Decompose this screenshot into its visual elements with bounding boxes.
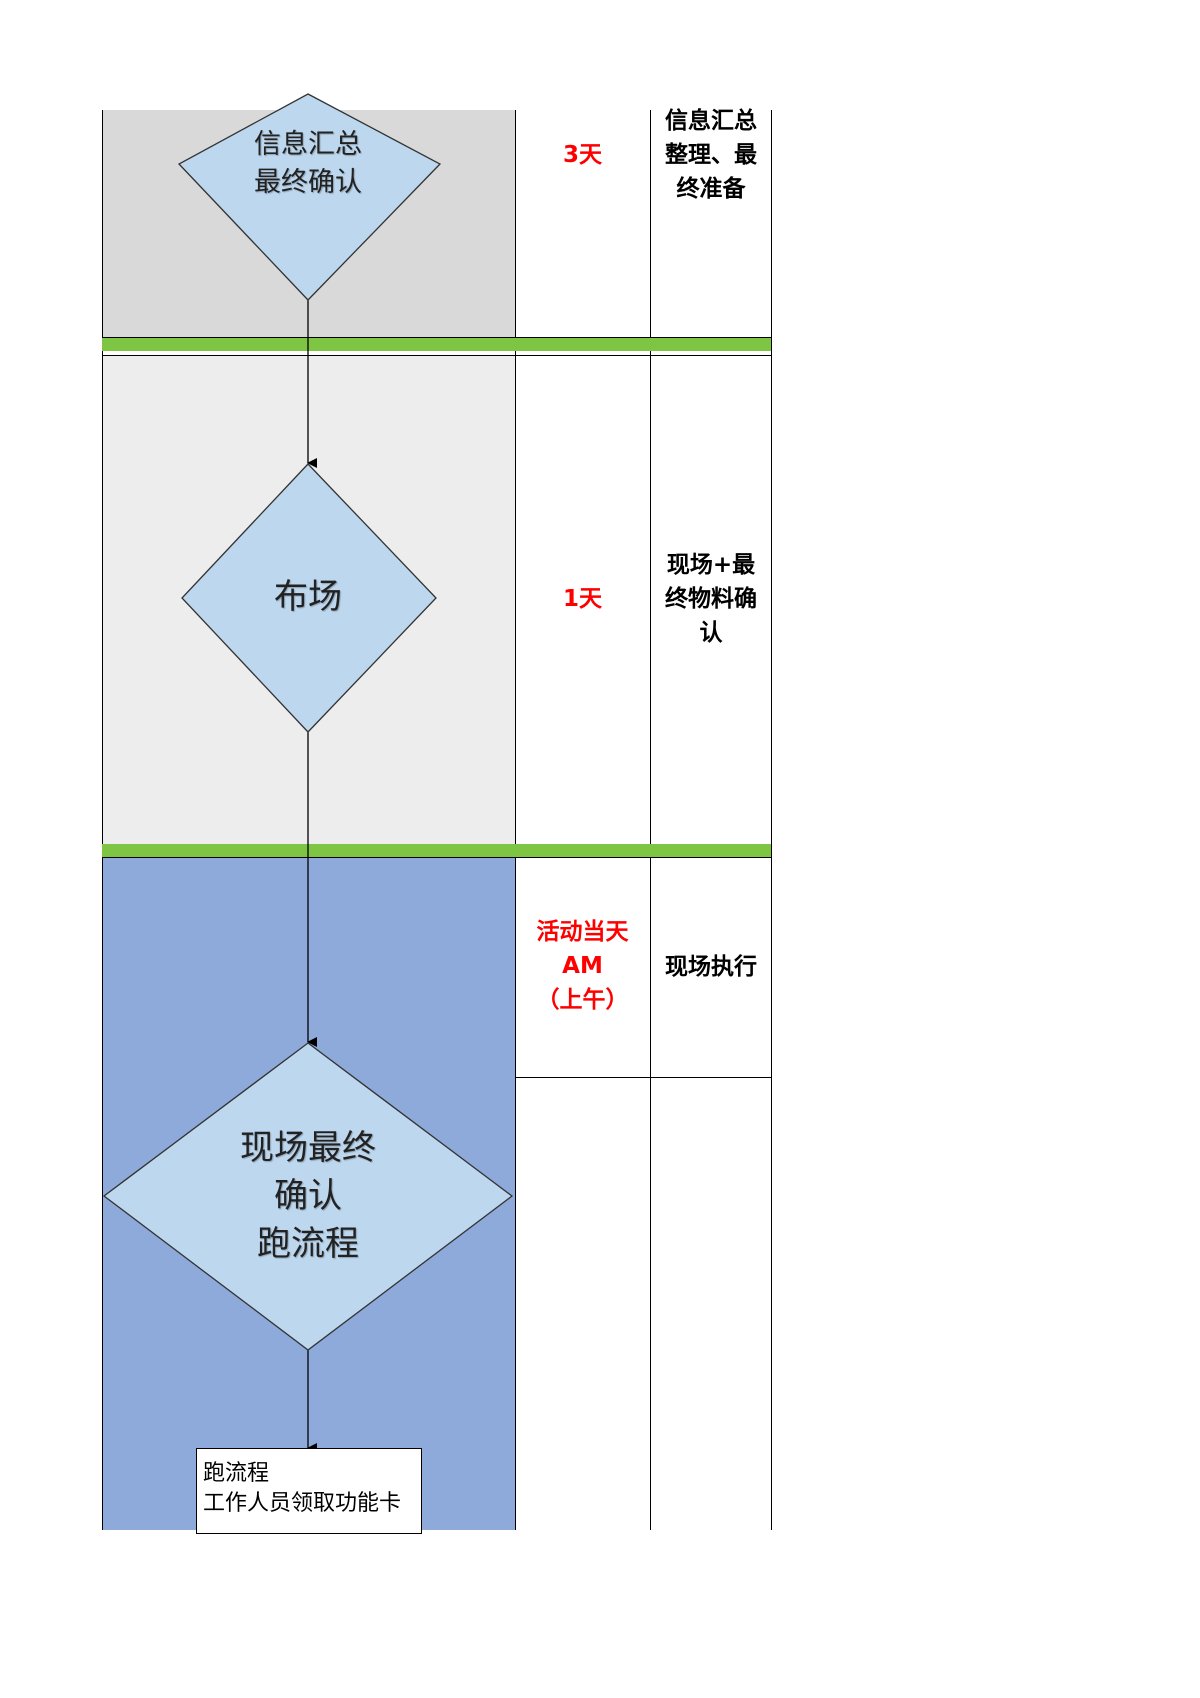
duration-3-line-2: AM (562, 953, 603, 979)
duration-1-line-1: 3天 (562, 142, 602, 168)
diamond-3-label: 现场最终 确认 跑流程 (198, 1124, 418, 1268)
duration-3-line-1: 活动当天 (536, 919, 629, 945)
duration-column-right-border (650, 110, 651, 1530)
duration-cell-1: 3天 (515, 138, 650, 172)
task-column-right-border (771, 110, 772, 1530)
duration-cell-3: 活动当天 AM （上午） (515, 915, 650, 1017)
process-box: 跑流程 工作人员领取功能卡 (196, 1448, 422, 1534)
diamond-1-label: 信息汇总 最终确认 (218, 126, 398, 202)
task-1-line-3: 终准备 (676, 176, 746, 202)
task-cell-3: 现场执行 (651, 950, 771, 984)
task-2-line-2: 终物料确 (665, 586, 757, 612)
task-2-line-3: 认 (699, 620, 723, 646)
row-border (102, 337, 771, 338)
diamond-3-line-3: 跑流程 (257, 1224, 359, 1264)
row-border (102, 857, 771, 858)
diamond-1-line-2: 最终确认 (254, 167, 362, 198)
duration-2-line-1: 1天 (562, 586, 602, 612)
stage-separator (102, 844, 771, 857)
diamond-2-line-1: 布场 (274, 577, 342, 617)
task-3-line-1: 现场执行 (665, 954, 757, 980)
decision-diamond-3 (102, 1042, 514, 1351)
duration-3-line-3: （上午） (536, 987, 629, 1013)
diamond-1-line-1: 信息汇总 (254, 129, 362, 160)
diamond-3-line-2: 确认 (274, 1176, 342, 1216)
stage-separator (102, 338, 771, 351)
decision-diamond-1 (177, 93, 442, 301)
task-1-line-1: 信息汇总 (665, 108, 757, 134)
row-border (515, 1077, 771, 1078)
diamond-3-line-1: 现场最终 (240, 1128, 376, 1168)
lane-right-border (515, 110, 516, 1530)
duration-cell-2: 1天 (515, 582, 650, 616)
diamond-2-label: 布场 (218, 574, 398, 620)
process-box-line-1: 跑流程 (203, 1461, 270, 1486)
lane-left-border (102, 110, 103, 1530)
task-cell-2: 现场+最 终物料确 认 (651, 548, 771, 650)
task-1-line-2: 整理、最 (665, 142, 757, 168)
row-border (102, 355, 771, 356)
task-cell-1: 信息汇总 整理、最 终准备 (651, 104, 771, 206)
process-box-line-2: 工作人员领取功能卡 (203, 1491, 402, 1516)
task-2-line-1: 现场+最 (666, 552, 756, 578)
decision-diamond-2 (181, 463, 437, 733)
